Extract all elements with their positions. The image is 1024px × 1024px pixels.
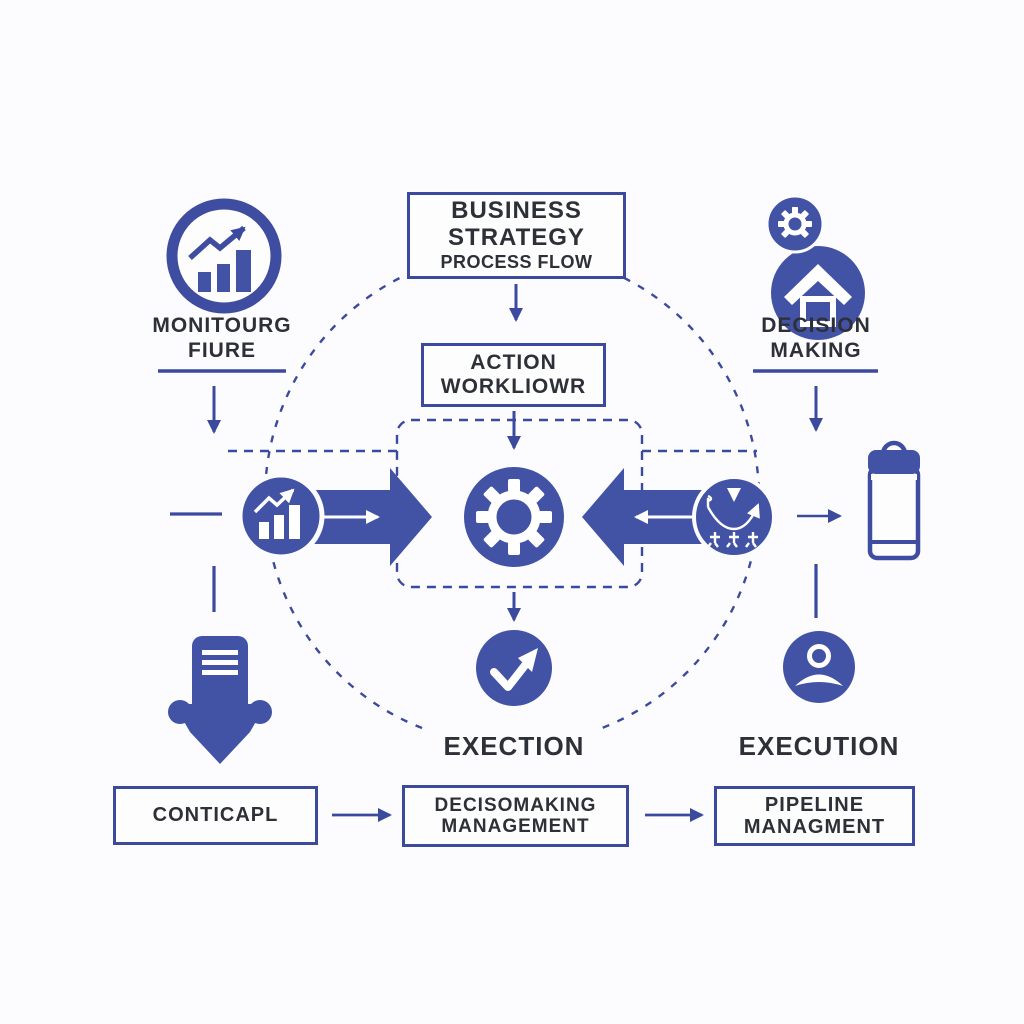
bottom-box-2-line-2: MANAGEMENT	[441, 816, 590, 837]
action-workflow-box: ACTION WORKLIOWR	[421, 343, 606, 407]
bottom-box-2-line-1: DECISOMAKING	[434, 794, 597, 816]
action-box-line-1: ACTION	[470, 351, 557, 375]
trend-chart-filled-circle-icon	[237, 472, 325, 560]
action-box-line-2: WORKLIOWR	[440, 375, 587, 398]
title-line-2: STRATEGY	[448, 224, 585, 251]
trend-chart-circle-icon	[166, 198, 282, 314]
execution-right-label: EXECUTION	[724, 728, 914, 765]
decision-label-line-1: DECISION	[761, 314, 871, 337]
monitoring-label: MONITOURG FIURE	[132, 314, 312, 364]
bottom-box-3-line-1: PIPELINE	[764, 793, 865, 816]
big-right-arrow	[300, 468, 432, 566]
decision-label-line-2: MAKING	[770, 338, 862, 362]
monitoring-label-line-2: FIURE	[188, 338, 256, 362]
gear-circle-icon	[464, 467, 564, 567]
gear-badge-icon	[765, 194, 825, 254]
title-line-3: PROCESS FLOW	[440, 251, 593, 272]
monitoring-label-line-1: MONITOURG	[152, 314, 292, 337]
big-left-arrow	[582, 468, 714, 566]
contingency-box: CONTICAPL	[113, 786, 318, 845]
decision-making-icon-group	[765, 194, 865, 340]
decision-making-label: DECISION MAKING	[726, 314, 906, 364]
title-line-1: BUSINESS	[451, 197, 582, 225]
bottom-box-3-line-2: MANAGMENT	[743, 816, 886, 838]
pipeline-management-box: PIPELINE MANAGMENT	[714, 786, 915, 846]
decision-making-management-box: DECISOMAKING MANAGEMENT	[402, 785, 629, 847]
title-box: BUSINESS STRATEGY PROCESS FLOW	[407, 192, 626, 279]
process-sketch-circle-icon	[692, 475, 776, 559]
document-download-arrow-icon	[168, 636, 272, 764]
house-icon	[784, 264, 852, 305]
bottle-icon	[867, 440, 921, 561]
bottom-box-1-label: CONTICAPL	[152, 804, 279, 827]
execution-center-label: EXECTION	[426, 728, 602, 765]
check-arrow-circle-icon	[476, 630, 552, 706]
house-circle-icon	[771, 246, 865, 340]
person-circle-icon	[783, 631, 855, 703]
